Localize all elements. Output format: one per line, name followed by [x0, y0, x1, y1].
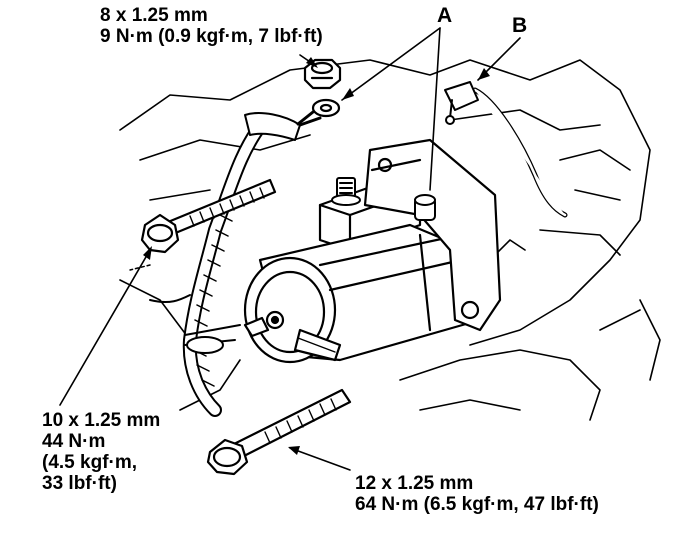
- ring-terminal: [296, 98, 341, 126]
- leader-upper-bolt: [59, 249, 151, 406]
- upper-bolt-torque-nm-label: 44 N·m: [42, 431, 106, 452]
- leader-a-connector: [429, 27, 441, 191]
- engine-block-outline: [119, 59, 661, 421]
- upper-bolt-torque-kgf-label: (4.5 kgf·m,: [42, 452, 138, 473]
- upper-bolt-torque-lbf-label: 33 lbf·ft): [42, 473, 117, 494]
- leader-lines: [59, 27, 521, 471]
- wiring-harness: [129, 112, 322, 417]
- lower-bolt-torque-label: 64 N·m (6.5 kgf·m, 47 lbf·ft): [355, 494, 599, 515]
- connector-a: [414, 194, 436, 221]
- leader-lower-bolt: [289, 447, 351, 471]
- leader-a-top: [341, 27, 441, 101]
- upper-mounting-bolt: [140, 178, 277, 254]
- terminal-b-cable: [444, 81, 568, 218]
- top-nut-torque-label: 9 N·m (0.9 kgf·m, 7 lbf·ft): [100, 26, 323, 47]
- lower-mounting-bolt: [206, 388, 352, 476]
- top-nut-size-label: 8 x 1.25 mm: [100, 5, 208, 26]
- solenoid-terminal-stud: [331, 177, 361, 206]
- mounting-flange: [363, 138, 502, 332]
- lower-bolt-size-label: 12 x 1.25 mm: [355, 473, 474, 494]
- top-nut: [303, 58, 342, 90]
- upper-bolt-size-label: 10 x 1.25 mm: [42, 410, 161, 431]
- callout-b-label: B: [512, 14, 528, 37]
- callout-a-label: A: [437, 4, 453, 27]
- arrow-heads: [143, 57, 490, 455]
